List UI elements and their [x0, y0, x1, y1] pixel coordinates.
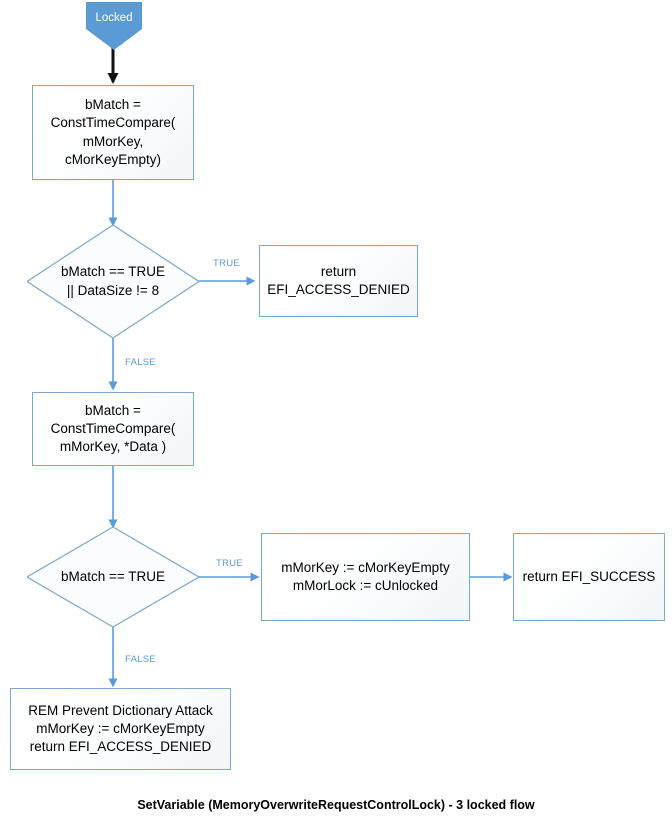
- process-compute-data-match[interactable]: bMatch = ConstTimeCompare( mMorKey, *Dat…: [32, 392, 194, 466]
- terminator-return-access-denied[interactable]: return EFI_ACCESS_DENIED: [259, 245, 418, 317]
- terminator-return-access-denied-label: return EFI_ACCESS_DENIED: [267, 263, 410, 297]
- edge-label-decision2-true: TRUE: [216, 558, 244, 569]
- process-compute-empty-match-label: bMatch = ConstTimeCompare( mMorKey, cMor…: [50, 97, 176, 167]
- edge-label-decision2-false: FALSE: [125, 654, 157, 665]
- process-compute-data-match-label: bMatch = ConstTimeCompare( mMorKey, *Dat…: [50, 402, 176, 455]
- process-compute-empty-match[interactable]: bMatch = ConstTimeCompare( mMorKey, cMor…: [32, 85, 194, 180]
- start-node-locked[interactable]: Locked: [86, 2, 142, 50]
- diamond-shape-icon: [27, 527, 199, 627]
- decision-match-label: bMatch == TRUE: [60, 568, 166, 584]
- edge-label-decision1-true: TRUE: [213, 258, 241, 269]
- decision-empty-or-size-label: bMatch == TRUE || DataSize != 8: [60, 263, 166, 298]
- terminator-return-success[interactable]: return EFI_SUCCESS: [513, 533, 665, 621]
- terminator-return-success-label: return EFI_SUCCESS: [522, 568, 656, 584]
- process-prevent-dictionary-attack-label: REM Prevent Dictionary Attack mMorKey :=…: [28, 702, 213, 755]
- edge-label-decision1-false: FALSE: [125, 357, 157, 368]
- start-node-label: Locked: [95, 12, 133, 25]
- process-unlock-actions[interactable]: mMorKey := cMorKeyEmpty mMorLock := cUnl…: [261, 533, 470, 621]
- pentagon-shape-icon: [86, 2, 142, 50]
- process-unlock-actions-label: mMorKey := cMorKeyEmpty mMorLock := cUnl…: [281, 559, 450, 593]
- process-prevent-dictionary-attack[interactable]: REM Prevent Dictionary Attack mMorKey :=…: [10, 688, 231, 770]
- decision-empty-or-size[interactable]: bMatch == TRUE || DataSize != 8: [27, 225, 199, 338]
- diamond-shape-icon: [27, 225, 199, 338]
- decision-match[interactable]: bMatch == TRUE: [27, 527, 199, 627]
- figure-caption: SetVariable (MemoryOverwriteRequestContr…: [137, 798, 535, 812]
